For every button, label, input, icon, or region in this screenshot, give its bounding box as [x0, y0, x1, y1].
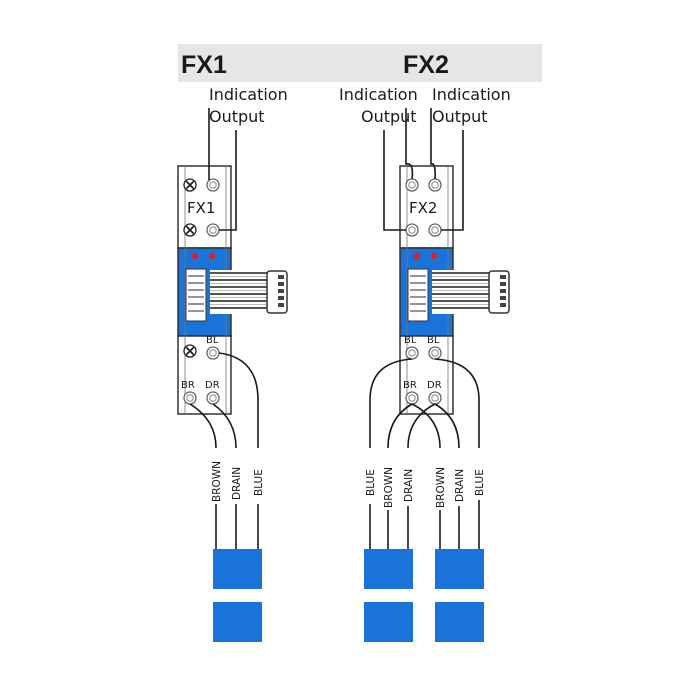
fx1-internal-connector: [185, 268, 207, 322]
fx1-screw-terminal-3-icon: [183, 344, 197, 358]
fx2-module-label: FX2: [409, 199, 437, 217]
fx2-led-1: [413, 252, 421, 260]
fx1-screw-terminal-1-icon: [183, 178, 197, 192]
fx2-wire-drain-right-label: DRAIN: [454, 469, 466, 502]
fx2-terminal-br-label: BR: [403, 380, 417, 391]
fx2-cable-block-right-upper: [435, 549, 484, 589]
fx1-br-terminal-icon: [183, 391, 197, 405]
fx1-screw-terminal-2-icon: [183, 223, 197, 237]
fx2-internal-connector: [407, 268, 429, 322]
fx2-wire-blue-left-label: BLUE: [365, 469, 377, 496]
fx2-output-terminal-1-icon: [405, 178, 419, 192]
fx2-output-terminal-4-icon: [428, 223, 442, 237]
fx2-terminal-bl-left-label: BL: [404, 335, 417, 346]
fx1-output-label: Output: [209, 107, 265, 126]
fx1-wire-blue-label: BLUE: [253, 469, 265, 496]
fx1-output-terminal-2-icon: [206, 223, 220, 237]
fx2-wire-brown-left-label: BROWN: [383, 467, 395, 508]
fx2-led-2: [430, 252, 438, 260]
fx2-output-label-left: Output: [361, 107, 417, 126]
fx1-wire-drain-label: DRAIN: [231, 467, 243, 500]
fx1-dr-terminal-icon: [206, 391, 220, 405]
fx2-title: FX2: [403, 51, 449, 79]
fx2-br-terminal-icon: [405, 391, 419, 405]
fx1-cable-block-lower: [213, 602, 262, 642]
fx2-bl-right-terminal-icon: [428, 346, 442, 360]
fx1-wire-brown-label: BROWN: [211, 461, 223, 502]
fx2-ribbon-cable-connector: [431, 269, 510, 315]
fx1-led-1: [191, 252, 199, 260]
fx1-cable-block-upper: [213, 549, 262, 589]
fx2-wire-brown-right-label: BROWN: [435, 467, 447, 508]
fx1-terminal-dr-label: DR: [205, 380, 220, 391]
fx2-indication-label-left: Indication: [339, 85, 418, 104]
fx2-cable-block-left-upper: [364, 549, 413, 589]
fx2-module: FX2 BL BL BR DR: [399, 165, 510, 415]
header-band: [178, 44, 542, 82]
fx1-module-label: FX1: [187, 199, 215, 217]
fx1-indication-label: Indication: [209, 85, 288, 104]
fx2-dr-terminal-icon: [428, 391, 442, 405]
fx1-bl-terminal-icon: [206, 346, 220, 360]
fx1-module: FX1 BL BR DR: [177, 165, 288, 415]
fx2-terminal-bl-right-label: BL: [427, 335, 440, 346]
fx2-terminal-dr-label: DR: [427, 380, 442, 391]
fx1-led-2: [208, 252, 216, 260]
fx2-wire-blue-right-label: BLUE: [474, 469, 486, 496]
fx2-output-label-right: Output: [432, 107, 488, 126]
fx1-terminal-br-label: BR: [181, 380, 195, 391]
fx2-cable-block-left-lower: [364, 602, 413, 642]
fx2-cable-block-right-lower: [435, 602, 484, 642]
fx1-title: FX1: [181, 51, 227, 79]
fx2-bl-left-terminal-icon: [405, 346, 419, 360]
fx1-output-terminal-1-icon: [206, 178, 220, 192]
fx2-output-terminal-3-icon: [405, 223, 419, 237]
fx2-wires: [369, 108, 480, 560]
fx1-terminal-bl-label: BL: [206, 335, 219, 346]
fx1-ribbon-cable-connector: [209, 269, 288, 315]
fx2-output-terminal-2-icon: [428, 178, 442, 192]
fx2-indication-label-right: Indication: [432, 85, 511, 104]
fx2-wire-drain-left-label: DRAIN: [403, 469, 415, 502]
